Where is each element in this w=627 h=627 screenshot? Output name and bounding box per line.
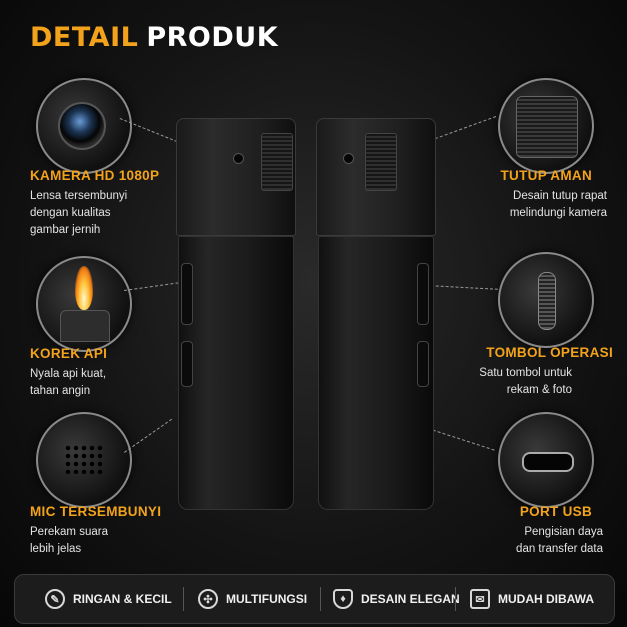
feature-title-usb: PORT USB: [519, 504, 592, 519]
briefcase-icon: ✉: [470, 589, 490, 609]
bar-item-light: ✎ RINGAN & KECIL: [45, 575, 172, 623]
camera-detail-image: [36, 78, 132, 174]
lighter-icon: [60, 310, 110, 342]
feature-bar: ✎ RINGAN & KECIL ✣ MULTIFUNGSI ♦ DESAIN …: [14, 574, 615, 624]
leader-line-button: [425, 285, 498, 290]
bar-label-portable: MUDAH DIBAWA: [498, 592, 594, 606]
usb-detail-image: [498, 412, 594, 508]
feature-desc-usb: Pengisian daya dan transfer data: [516, 526, 603, 555]
device-back: [316, 118, 436, 510]
feature-desc-button: Satu tombol untuk rekam & foto: [479, 367, 572, 396]
device-front: [176, 118, 296, 510]
cap-grip-icon: [516, 96, 578, 158]
bar-label-light: RINGAN & KECIL: [73, 592, 172, 606]
bar-item-design: ♦ DESAIN ELEGAN: [333, 575, 460, 623]
leader-line-lighter: [124, 282, 179, 291]
cap-detail-image: [498, 78, 594, 174]
shield-icon: ♦: [333, 589, 353, 609]
camera-lens-icon: [58, 102, 106, 150]
bar-divider: [320, 587, 321, 611]
button-detail-image: [498, 252, 594, 348]
mic-holes-icon: [64, 444, 104, 474]
lighter-detail-image: [36, 256, 132, 352]
side-button: [181, 341, 193, 387]
operation-switch-icon: [538, 272, 556, 330]
feature-title-camera: KAMERA HD 1080P: [30, 168, 160, 183]
feature-title-mic: MIC TERSEMBUNYI: [30, 504, 162, 519]
leader-line-cap: [430, 116, 497, 141]
device-cap-back: [316, 118, 436, 236]
camera-pinhole-back: [343, 153, 354, 164]
bar-label-multi: MULTIFUNGSI: [226, 592, 308, 606]
cap-grip: [261, 133, 293, 191]
feature-title-cap: TUTUP AMAN: [500, 168, 592, 183]
bar-divider: [183, 587, 184, 611]
bar-divider: [455, 587, 456, 611]
leader-line-usb: [427, 428, 495, 451]
multi-function-icon: ✣: [198, 589, 218, 609]
feature-desc-mic: Perekam suara lebih jelas: [30, 526, 108, 555]
mic-detail-image: [36, 412, 132, 508]
device-body-back: [318, 236, 434, 510]
cap-grip-back: [365, 133, 397, 191]
feature-desc-cap: Desain tutup rapat melindungi kamera: [509, 190, 607, 219]
title-accent: DETAIL: [30, 22, 139, 53]
feather-icon: ✎: [45, 589, 65, 609]
feature-desc-lighter: Nyala api kuat, tahan angin: [30, 368, 107, 397]
feature-title-button: TOMBOL OPERASI: [486, 345, 613, 360]
side-button-back: [417, 341, 429, 387]
side-switch-back: [417, 263, 429, 325]
device-cap: [176, 118, 296, 236]
bar-item-portable: ✉ MUDAH DIBAWA: [470, 575, 594, 623]
title-rest: PRODUK: [146, 22, 279, 53]
bar-item-multi: ✣ MULTIFUNGSI: [198, 575, 307, 623]
side-switch: [181, 263, 193, 325]
flame-icon: [75, 266, 93, 310]
feature-desc-camera: Lensa tersembunyi dengan kualitas gambar…: [30, 190, 128, 236]
usb-port-icon: [522, 452, 574, 472]
camera-pinhole: [233, 153, 244, 164]
leader-line-mic: [124, 418, 173, 453]
feature-title-lighter: KOREK API: [30, 346, 108, 361]
bar-label-design: DESAIN ELEGAN: [361, 592, 460, 606]
device-body: [178, 236, 294, 510]
